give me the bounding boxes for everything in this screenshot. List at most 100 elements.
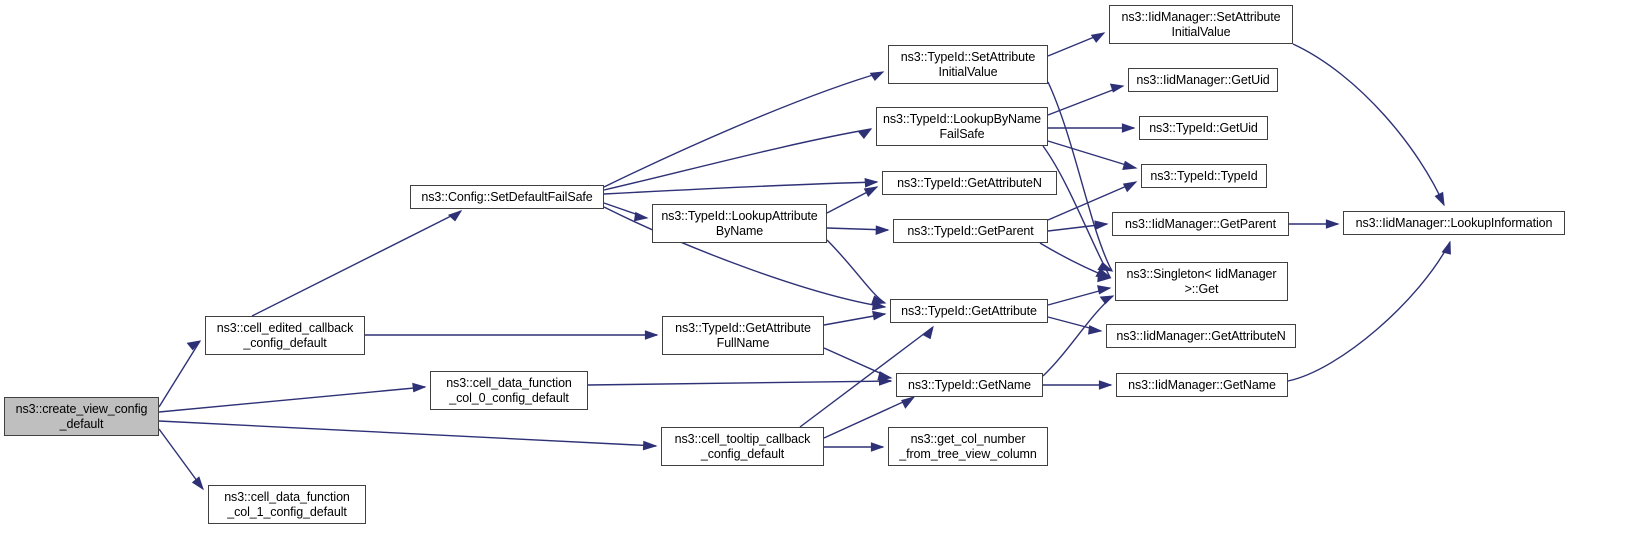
- edge-tooltip-to-getname: [823, 396, 915, 439]
- arrowhead-create-view-to-cell-edited: [186, 340, 202, 351]
- edge-create-view-to-cell-edited: [158, 340, 201, 408]
- arrowhead-getattrfullname-to-getname: [877, 371, 893, 381]
- graph-node-label: ns3::TypeId::GetParent: [907, 223, 1034, 238]
- arrowhead-typeid-getname-to-iid-getname: [1098, 380, 1113, 390]
- arrowhead-iid-getname-to-lookupinfo: [1441, 240, 1451, 255]
- graph-node-label: ns3::TypeId::LookupByName FailSafe: [882, 111, 1041, 141]
- graph-node-IidManager_SetAttributeInitialValue[interactable]: ns3::IidManager::SetAttribute InitialVal…: [1109, 5, 1293, 44]
- arrowhead-iid-getparent-to-lookupinfo: [1325, 219, 1340, 229]
- graph-node-label: ns3::IidManager::GetParent: [1125, 216, 1276, 231]
- graph-node-label: ns3::TypeId::GetAttribute: [901, 303, 1037, 318]
- graph-node-TypeId_GetAttributeN[interactable]: ns3::TypeId::GetAttributeN: [882, 171, 1057, 195]
- graph-node-label: ns3::create_view_config _default: [15, 401, 148, 431]
- edge-lookupbynamefailsafe-to-iid-getuid: [1047, 85, 1124, 116]
- graph-node-label: ns3::IidManager::GetName: [1128, 377, 1276, 392]
- edge-lookupbynamefailsafe-to-singleton: [1042, 145, 1111, 278]
- arrowhead-lookupbynamefailsafe-to-typeid-typeid: [1122, 160, 1138, 170]
- graph-node-label: ns3::cell_edited_callback _config_defaul…: [216, 320, 354, 350]
- arrowhead-create-view-to-col1: [191, 476, 204, 491]
- graph-node-label: ns3::TypeId::GetUid: [1149, 120, 1258, 135]
- graph-node-cell_tooltip_callback[interactable]: ns3::cell_tooltip_callback _config_defau…: [661, 427, 824, 466]
- graph-node-IidManager_LookupInformation[interactable]: ns3::IidManager::LookupInformation: [1343, 211, 1565, 235]
- arrowhead-create-view-to-tooltip: [642, 440, 658, 451]
- graph-node-TypeId_GetUid[interactable]: ns3::TypeId::GetUid: [1139, 116, 1268, 140]
- edge-setdefault-to-getattribute: [603, 206, 886, 308]
- arrowhead-typeid-getname-to-singleton: [1099, 295, 1115, 305]
- arrowhead-typeid-getattribute-to-singleton: [1097, 285, 1112, 295]
- arrowhead-getattrfullname-to-getattribute: [872, 310, 887, 321]
- graph-node-get_col_number_from_tree_view[interactable]: ns3::get_col_number _from_tree_view_colu…: [888, 427, 1048, 466]
- graph-node-label: ns3::TypeId::TypeId: [1150, 168, 1258, 183]
- graph-node-label: ns3::Config::SetDefaultFailSafe: [421, 189, 593, 204]
- arrowhead-typeid-setattrinit-to-iid-setattrinit: [1090, 32, 1106, 43]
- graph-node-label: ns3::TypeId::SetAttribute InitialValue: [900, 49, 1036, 79]
- graph-node-create_view_config_default[interactable]: ns3::create_view_config _default: [4, 397, 159, 436]
- edge-tooltip-to-getattribute: [799, 326, 934, 428]
- arrowhead-typeid-getparent-to-iid-getparent: [1094, 220, 1109, 230]
- graph-node-label: ns3::get_col_number _from_tree_view_colu…: [899, 431, 1037, 461]
- graph-node-IidManager_GetAttributeN[interactable]: ns3::IidManager::GetAttributeN: [1106, 324, 1296, 348]
- arrowhead-typeid-getparent-to-typeid-typeid: [1122, 181, 1138, 193]
- graph-node-IidManager_GetName[interactable]: ns3::IidManager::GetName: [1116, 373, 1288, 397]
- graph-node-TypeId_LookupAttributeByName[interactable]: ns3::TypeId::LookupAttribute ByName: [652, 204, 827, 243]
- graph-node-TypeId_SetAttributeInitialValue[interactable]: ns3::TypeId::SetAttribute InitialValue: [888, 45, 1048, 84]
- graph-node-label: ns3::cell_data_function _col_1_config_de…: [224, 489, 350, 519]
- arrowhead-lookupattrbyname-to-getattributeN: [863, 186, 879, 198]
- graph-node-TypeId_GetParent[interactable]: ns3::TypeId::GetParent: [893, 219, 1048, 243]
- arrowhead-create-view-to-col0: [412, 382, 427, 393]
- arrowhead-cell-edited-to-getattrfullname: [644, 330, 659, 340]
- graph-node-IidManager_GetParent[interactable]: ns3::IidManager::GetParent: [1112, 212, 1289, 236]
- arrowhead-setdefault-to-getattributeN: [864, 178, 879, 188]
- graph-node-Singleton_IidManager_Get[interactable]: ns3::Singleton< IidManager >::Get: [1115, 262, 1288, 301]
- arrowhead-typeid-getparent-to-singleton: [1097, 272, 1112, 283]
- edge-typeid-getname-to-singleton: [1042, 295, 1114, 377]
- edge-create-view-to-col0: [158, 386, 426, 413]
- graph-node-label: ns3::cell_data_function _col_0_config_de…: [446, 375, 572, 405]
- edge-typeid-getparent-to-typeid-typeid: [1047, 181, 1137, 221]
- edge-setdefault-to-lookupbynamefailsafe: [603, 128, 872, 191]
- arrowhead-lookupattrbyname-to-getparent: [875, 225, 890, 236]
- graph-node-TypeId_TypeId[interactable]: ns3::TypeId::TypeId: [1141, 164, 1267, 188]
- graph-node-IidManager_GetUid[interactable]: ns3::IidManager::GetUid: [1128, 68, 1278, 92]
- arrowhead-iid-setattrinit-to-lookupinfo: [1434, 191, 1445, 207]
- arrowhead-tooltip-to-getcolnumber: [870, 442, 885, 452]
- graph-node-label: ns3::Singleton< IidManager >::Get: [1126, 266, 1277, 296]
- edge-lookupbynamefailsafe-to-typeid-typeid: [1047, 140, 1137, 169]
- graph-node-TypeId_GetAttribute[interactable]: ns3::TypeId::GetAttribute: [890, 299, 1048, 323]
- arrowhead-typeid-getattribute-to-iid-getattrN: [1088, 325, 1103, 335]
- arrowhead-tooltip-to-getname: [901, 396, 916, 409]
- edge-iid-getname-to-lookupinfo: [1287, 241, 1451, 382]
- arrowhead-cell-edited-to-setdefault: [447, 210, 463, 222]
- graph-node-label: ns3::IidManager::GetUid: [1136, 72, 1270, 87]
- graph-node-label: ns3::TypeId::GetName: [907, 377, 1032, 392]
- arrowhead-setdefault-to-lookupattrbyname: [633, 211, 649, 222]
- edge-col0-to-getname: [587, 380, 892, 386]
- arrowhead-lookupbynamefailsafe-to-typeid-getuid: [1121, 123, 1136, 133]
- edge-setdefault-to-getattributeN: [603, 181, 878, 195]
- edge-create-view-to-tooltip: [158, 420, 657, 447]
- arrowhead-setdefault-to-lookupbynamefailsafe: [857, 128, 873, 140]
- graph-node-cell_data_function_col_0[interactable]: ns3::cell_data_function _col_0_config_de…: [430, 371, 588, 410]
- edge-typeid-setattrinit-to-singleton: [1047, 81, 1113, 272]
- edge-iid-setattrinit-to-lookupinfo: [1292, 43, 1445, 206]
- edge-setdefault-to-typeid-setattrinit: [603, 71, 884, 188]
- graph-node-label: ns3::TypeId::GetAttributeN: [897, 175, 1042, 190]
- graph-node-label: ns3::IidManager::LookupInformation: [1355, 215, 1553, 230]
- arrowhead-lookupbynamefailsafe-to-iid-getuid: [1109, 83, 1125, 93]
- edge-cell-edited-to-setdefault: [251, 210, 462, 317]
- graph-node-label: ns3::IidManager::SetAttribute InitialVal…: [1121, 9, 1281, 39]
- graph-node-cell_data_function_col_1[interactable]: ns3::cell_data_function _col_1_config_de…: [208, 485, 366, 524]
- graph-node-TypeId_GetName[interactable]: ns3::TypeId::GetName: [896, 373, 1043, 397]
- graph-node-TypeId_GetAttributeFullName[interactable]: ns3::TypeId::GetAttribute FullName: [662, 316, 824, 355]
- arrowhead-tooltip-to-getattribute: [921, 325, 934, 340]
- graph-node-cell_edited_callback[interactable]: ns3::cell_edited_callback _config_defaul…: [205, 316, 365, 355]
- graph-node-TypeId_LookupByNameFailSafe[interactable]: ns3::TypeId::LookupByName FailSafe: [876, 107, 1048, 146]
- graph-node-Config_SetDefaultFailSafe[interactable]: ns3::Config::SetDefaultFailSafe: [410, 185, 604, 209]
- arrowhead-setdefault-to-typeid-setattrinit: [869, 71, 885, 81]
- graph-node-label: ns3::cell_tooltip_callback _config_defau…: [674, 431, 811, 461]
- edge-create-view-to-col1: [158, 428, 204, 490]
- graph-node-label: ns3::IidManager::GetAttributeN: [1116, 328, 1286, 343]
- edge-lookupattrbyname-to-getattribute: [826, 239, 886, 304]
